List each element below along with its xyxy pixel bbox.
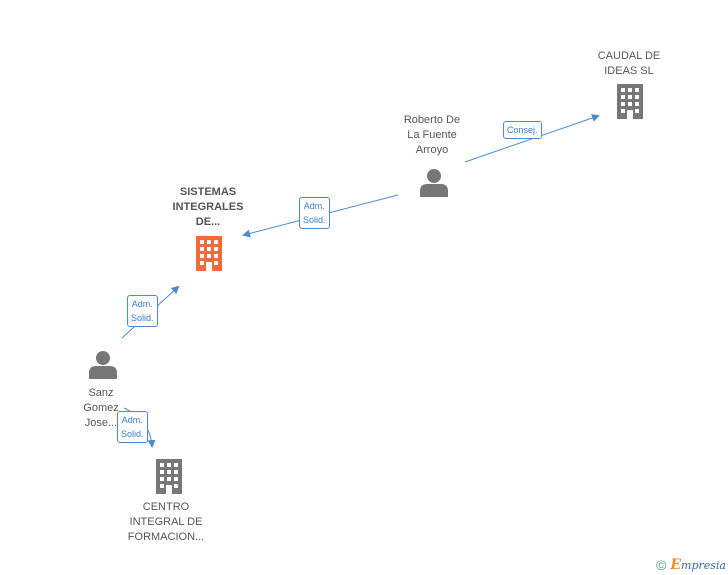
person-icon[interactable] [419,168,449,198]
person-label-roberto[interactable]: Roberto De La Fuente Arroyo [403,114,461,156]
edge-label-adm-solid-sanz[interactable]: Adm. Solid. [127,295,158,327]
person-label-sanz[interactable]: Sanz Gomez Jose... [83,387,119,429]
empresia-logo[interactable]: Empresia [670,557,726,573]
person-icon[interactable] [88,350,118,380]
building-icon[interactable] [614,84,646,120]
edge-roberto-caudal [464,114,600,163]
building-icon[interactable] [153,459,185,495]
company-label-centro[interactable]: CENTRO INTEGRAL DE FORMACION... [127,501,205,543]
building-icon[interactable] [193,236,225,272]
footer-brand: © Empresia [656,557,726,573]
company-label-caudal[interactable]: CAUDAL DE IDEAS SL [597,50,661,77]
company-label-sistemas[interactable]: SISTEMAS INTEGRALES DE... [172,186,244,228]
edge-label-consej[interactable]: Consej. [503,121,542,139]
edge-label-adm-solid-roberto[interactable]: Adm. Solid. [299,197,330,229]
copyright-icon: © [656,557,667,573]
edge-label-adm-solid-centro[interactable]: Adm. Solid. [117,411,148,443]
